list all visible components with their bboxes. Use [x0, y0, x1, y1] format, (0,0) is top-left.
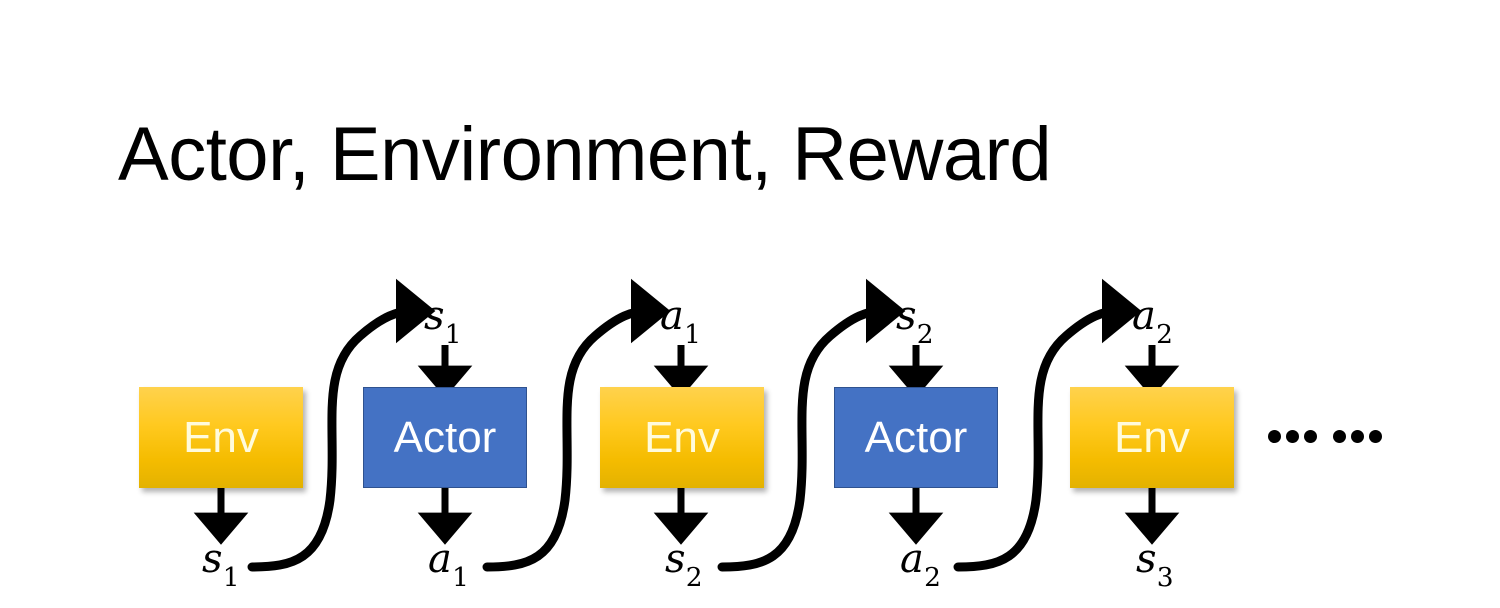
state-label-s1-top: s1 [424, 293, 462, 348]
action-label-a1-bottom-base: a [428, 536, 452, 582]
action-label-a2-bottom-base: a [900, 536, 924, 582]
ellipsis-dot [1304, 430, 1317, 443]
node-env-3[interactable]: Env [1070, 387, 1234, 488]
state-label-s3-bottom-base: s [1136, 536, 1157, 582]
state-label-s1-bottom-subscript: 1 [222, 562, 240, 594]
action-label-a1-bottom: a1 [428, 536, 469, 591]
action-label-a1-top: a1 [660, 293, 701, 348]
ellipsis-gap [1322, 436, 1328, 437]
node-env-1-label: Env [183, 412, 259, 462]
state-label-s2-top-subscript: 2 [916, 319, 934, 351]
action-label-a2-top-base: a [1132, 293, 1156, 339]
ellipsis-dot [1369, 430, 1382, 443]
state-label-s2-bottom: s2 [665, 536, 703, 591]
action-label-a2-top-subscript: 2 [1156, 319, 1173, 351]
action-label-a1-top-subscript: 1 [684, 319, 701, 351]
action-label-a2-bottom: a2 [900, 536, 941, 591]
ellipsis-dot [1268, 430, 1281, 443]
node-env-2-label: Env [644, 412, 720, 462]
ellipsis-dot [1286, 430, 1299, 443]
node-env-1[interactable]: Env [139, 387, 303, 488]
action-label-a1-bottom-subscript: 1 [452, 562, 469, 594]
state-label-s3-bottom: s3 [1136, 536, 1174, 591]
state-label-s1-bottom: s1 [202, 536, 240, 591]
node-env-3-label: Env [1114, 412, 1190, 462]
node-actor-1-label: Actor [393, 412, 497, 462]
node-actor-1[interactable]: Actor [363, 387, 527, 488]
state-label-s1-top-base: s [424, 293, 445, 339]
state-label-s3-bottom-subscript: 3 [1156, 562, 1174, 594]
ellipsis-dot [1333, 430, 1346, 443]
state-label-s2-bottom-subscript: 2 [685, 562, 703, 594]
continuation-ellipsis [1268, 430, 1382, 443]
state-label-s1-top-subscript: 1 [444, 319, 462, 351]
node-actor-2[interactable]: Actor [834, 387, 998, 488]
action-label-a2-top: a2 [1132, 293, 1173, 348]
node-env-2[interactable]: Env [600, 387, 764, 488]
ellipsis-dot [1351, 430, 1364, 443]
state-label-s2-top-base: s [896, 293, 917, 339]
down-arrows-out-of-boxes [193, 488, 1180, 545]
page-title: Actor, Environment, Reward [118, 112, 1052, 197]
state-label-s2-top: s2 [896, 293, 934, 348]
action-label-a1-top-base: a [660, 293, 684, 339]
state-label-s1-bottom-base: s [202, 536, 223, 582]
node-actor-2-label: Actor [864, 412, 968, 462]
down-arrows-into-boxes [417, 345, 1180, 398]
state-label-s2-bottom-base: s [665, 536, 686, 582]
action-label-a2-bottom-subscript: 2 [924, 562, 941, 594]
